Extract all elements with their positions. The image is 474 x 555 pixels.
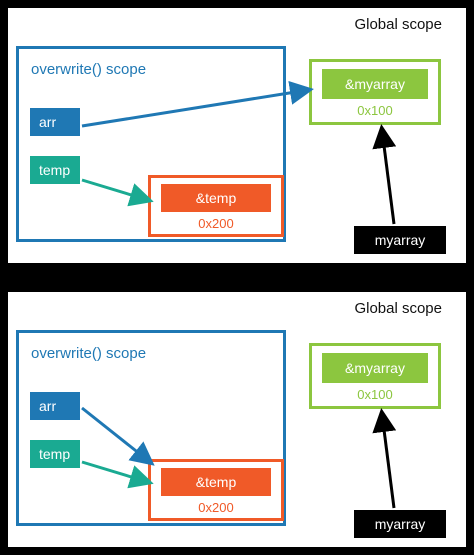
- myarray-to-memory-arrow: [372, 124, 397, 225]
- global-scope-label: Global scope: [354, 300, 442, 317]
- myarray-address: 0x100: [357, 387, 393, 402]
- diagram-panel-after: Global scope overwrite() scope arr temp …: [8, 292, 466, 547]
- myarray-reference: &myarray: [322, 69, 428, 99]
- myarray-reference: &myarray: [322, 353, 428, 383]
- arr-variable: arr: [30, 392, 80, 420]
- myarray-address: 0x100: [357, 103, 393, 118]
- overwrite-scope-label: overwrite() scope: [31, 61, 147, 78]
- myarray-global-variable: myarray: [354, 510, 446, 538]
- overwrite-scope-box: overwrite() scope: [16, 330, 286, 526]
- temp-address: 0x200: [198, 216, 234, 231]
- myarray-to-memory-arrow: [372, 408, 397, 509]
- myarray-global-variable: myarray: [354, 226, 446, 254]
- temp-variable: temp: [30, 440, 80, 468]
- myarray-memory-box: &myarray 0x100: [309, 343, 441, 409]
- myarray-memory-box: &myarray 0x100: [309, 59, 441, 125]
- global-scope-label: Global scope: [354, 16, 442, 33]
- temp-address: 0x200: [198, 500, 234, 515]
- overwrite-scope-label: overwrite() scope: [31, 345, 147, 362]
- temp-memory-box: &temp 0x200: [148, 459, 284, 521]
- temp-reference: &temp: [161, 184, 271, 212]
- temp-memory-box: &temp 0x200: [148, 175, 284, 237]
- arr-variable: arr: [30, 108, 80, 136]
- diagram-panel-before: Global scope overwrite() scope arr temp …: [8, 8, 466, 263]
- overwrite-scope-box: overwrite() scope: [16, 46, 286, 242]
- temp-reference: &temp: [161, 468, 271, 496]
- temp-variable: temp: [30, 156, 80, 184]
